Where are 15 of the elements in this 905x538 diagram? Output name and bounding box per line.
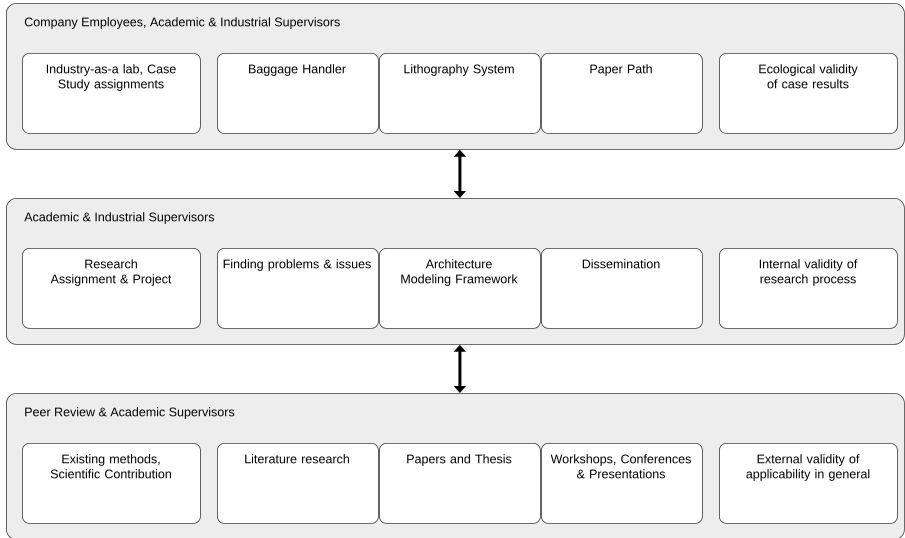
process-box: Dissemination [541, 248, 703, 329]
process-box: Baggage Handler [217, 53, 379, 134]
process-box: Internal validity of research process [719, 248, 898, 329]
process-box: Workshops, Conferences & Presentations [541, 443, 703, 524]
process-box: Existing methods, Scientific Contribution [22, 443, 201, 524]
process-box: Architecture Modeling Framework [379, 248, 541, 329]
process-box: Finding problems & issues [217, 248, 379, 329]
process-box: Paper Path [541, 53, 703, 134]
process-box: Papers and Thesis [379, 443, 541, 524]
process-box: Research Assignment & Project [22, 248, 201, 329]
process-box: Lithography System [379, 53, 541, 134]
process-box: Industry-as-a lab, Case Study assignments [22, 53, 201, 134]
process-box: External validity of applicability in general [719, 443, 898, 524]
process-box: Ecological validity of case results [719, 53, 898, 134]
process-box: Literature research [217, 443, 379, 524]
